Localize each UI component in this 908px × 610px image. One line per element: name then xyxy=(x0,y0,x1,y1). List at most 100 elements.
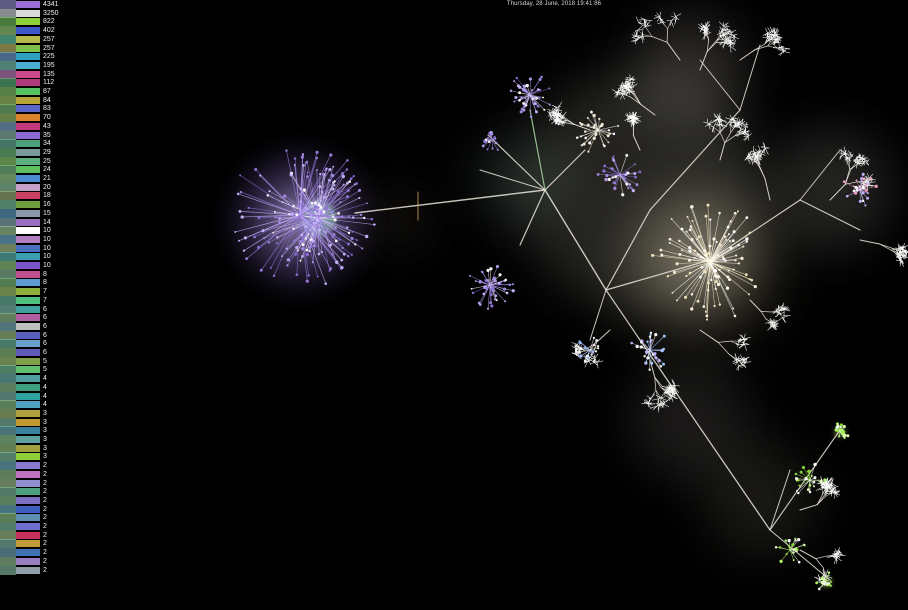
contributor-avatar xyxy=(0,278,16,288)
file-node xyxy=(329,267,333,271)
file-node xyxy=(318,184,322,189)
file-node xyxy=(536,88,540,92)
file-node xyxy=(329,153,333,157)
file-node xyxy=(278,216,282,220)
file-node xyxy=(502,287,507,291)
file-node xyxy=(330,210,334,214)
file-node xyxy=(358,196,361,200)
contributor-avatar xyxy=(0,400,16,410)
file-node xyxy=(657,359,661,363)
legend-item: 2 xyxy=(0,478,60,488)
file-node xyxy=(299,239,303,244)
legend-count: 5 xyxy=(43,357,47,365)
file-node xyxy=(720,266,723,269)
contributor-avatar xyxy=(0,382,16,392)
legend-count: 6 xyxy=(43,322,47,330)
file-node xyxy=(639,345,643,349)
file-node xyxy=(301,254,305,258)
file-node xyxy=(719,243,722,247)
file-node xyxy=(312,222,316,225)
file-node xyxy=(715,240,718,244)
file-node xyxy=(524,97,527,100)
file-node xyxy=(254,167,258,172)
file-node xyxy=(638,170,642,174)
file-node xyxy=(788,545,791,548)
legend-color-swatch xyxy=(16,27,40,35)
file-node xyxy=(366,202,368,205)
file-node xyxy=(774,545,778,549)
file-node xyxy=(587,356,590,359)
legend-item: 6 xyxy=(0,321,60,331)
legend-item: 5 xyxy=(0,356,60,366)
file-node xyxy=(493,298,497,301)
contributor-avatar xyxy=(0,504,16,514)
file-node xyxy=(806,470,810,473)
file-node xyxy=(691,219,694,222)
file-node xyxy=(583,346,587,349)
file-node xyxy=(535,97,539,100)
legend-color-swatch xyxy=(16,340,40,348)
file-node xyxy=(234,231,237,233)
file-node xyxy=(529,115,533,119)
file-node xyxy=(623,177,627,180)
file-node xyxy=(678,239,681,243)
contributor-avatar xyxy=(0,295,16,305)
file-node xyxy=(482,292,486,296)
glow-halos xyxy=(220,15,890,590)
file-node xyxy=(630,186,633,190)
file-node xyxy=(726,275,730,279)
file-node xyxy=(350,237,354,240)
file-node xyxy=(522,84,527,88)
file-node xyxy=(651,253,655,258)
file-node xyxy=(839,423,843,427)
legend-color-swatch xyxy=(16,557,40,565)
file-node xyxy=(294,252,298,256)
legend-count: 4 xyxy=(43,401,47,409)
contributor-avatar xyxy=(0,8,16,18)
file-node xyxy=(315,203,319,207)
file-node xyxy=(276,236,279,239)
file-node xyxy=(300,203,303,206)
file-node xyxy=(321,191,324,194)
legend-count: 7 xyxy=(43,296,47,304)
legend-item: 3 xyxy=(0,417,60,427)
file-node xyxy=(537,96,541,100)
legend-color-swatch xyxy=(16,192,40,200)
file-node xyxy=(594,132,598,136)
file-node xyxy=(331,215,335,218)
file-node xyxy=(531,89,534,91)
file-node xyxy=(354,243,357,246)
file-node xyxy=(690,238,694,241)
file-node xyxy=(302,188,307,192)
file-node xyxy=(592,136,596,140)
file-node xyxy=(721,255,724,258)
legend-count: 2 xyxy=(43,470,47,478)
legend-item: 87 xyxy=(0,87,60,96)
legend-item: 35 xyxy=(0,130,60,140)
legend-item: 8 xyxy=(0,269,60,279)
legend-color-swatch xyxy=(16,514,40,522)
legend-count: 225 xyxy=(43,53,55,61)
file-node xyxy=(716,282,721,287)
contributor-avatar xyxy=(0,17,16,27)
legend-count: 3 xyxy=(43,409,47,417)
file-node xyxy=(700,265,704,269)
legend-color-swatch xyxy=(16,531,40,539)
file-node xyxy=(306,175,309,178)
file-node xyxy=(325,206,329,210)
file-node xyxy=(635,183,639,187)
file-node xyxy=(333,234,336,237)
file-node xyxy=(866,191,869,195)
file-node xyxy=(352,174,355,178)
file-node xyxy=(799,470,803,474)
file-node xyxy=(742,245,745,248)
file-node xyxy=(690,293,694,296)
file-node xyxy=(359,213,363,217)
legend-color-swatch xyxy=(16,166,40,174)
file-node xyxy=(846,434,850,438)
file-node xyxy=(329,243,333,247)
file-node xyxy=(822,576,824,579)
file-node xyxy=(259,268,263,272)
file-node xyxy=(733,211,737,215)
file-node xyxy=(340,258,344,262)
